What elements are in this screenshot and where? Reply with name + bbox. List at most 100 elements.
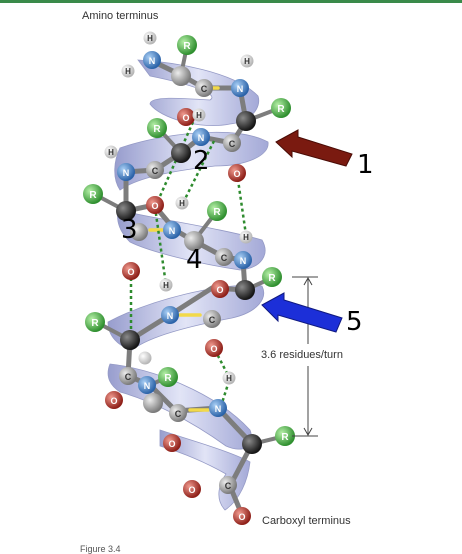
dimension-arrowhead-up	[303, 276, 313, 286]
carbon-atom	[130, 223, 148, 241]
oxygen-atom: O	[105, 391, 123, 409]
oxygen-atom: O	[211, 280, 229, 298]
hydrogen-atom: H	[240, 54, 254, 68]
nitrogen-atom: N	[143, 51, 161, 69]
atom-label: N	[149, 56, 156, 66]
r-group-atom: R	[207, 201, 227, 221]
hydrogen-bond	[153, 206, 168, 286]
hydrogen-atom	[138, 351, 152, 365]
nitrogen-atom: N	[163, 221, 181, 239]
hydrogen-atom: H	[121, 64, 135, 78]
atom-label: N	[198, 133, 205, 143]
figure-caption: Figure 3.4	[80, 544, 121, 554]
atom-label: H	[179, 199, 185, 208]
hydrogen-bond	[155, 121, 195, 204]
nitrogen-atom: N	[231, 79, 249, 97]
carbon-atom	[143, 393, 163, 413]
r-group-atom: R	[147, 118, 167, 138]
atom-label: C	[209, 315, 216, 325]
atom-label: N	[240, 256, 247, 266]
hydrogen-atom: H	[175, 196, 189, 210]
carbon-atom: C	[146, 161, 164, 179]
hydrogen-atom: H	[159, 278, 173, 292]
r-group-atom: R	[271, 98, 291, 118]
carbon-atom	[184, 231, 204, 251]
atom-label: O	[233, 169, 240, 179]
atom-label: O	[188, 485, 195, 495]
atom-label: H	[226, 374, 232, 383]
nitrogen-atom: N	[117, 163, 135, 181]
atom-label: O	[151, 201, 158, 211]
r-group-atom: R	[85, 312, 105, 332]
atom-label: R	[277, 104, 285, 115]
atom-label: R	[268, 273, 276, 284]
r-group-atom: R	[158, 367, 178, 387]
callout-number-3: 3	[121, 215, 138, 245]
carbon-atom: C	[119, 367, 137, 385]
atom-label: H	[125, 67, 131, 76]
oxygen-atom: O	[233, 507, 251, 525]
callout-number-1: 1	[357, 150, 374, 180]
atoms: R H H N C H N R O H N C R O H N C R O H …	[83, 31, 295, 525]
oxygen-atom: O	[146, 196, 164, 214]
nitrogen-atom: N	[192, 128, 210, 146]
callout-arrow-1	[275, 129, 353, 167]
atom-label: R	[213, 207, 221, 218]
oxygen-atom: O	[228, 164, 246, 182]
hydrogen-atom: H	[192, 108, 206, 122]
oxygen-atom: O	[122, 262, 140, 280]
atom-label: N	[123, 168, 130, 178]
atom-label: R	[89, 190, 97, 201]
atom-label: C	[221, 253, 228, 263]
callout-number-4: 4	[186, 245, 203, 275]
carbon-atom	[171, 66, 191, 86]
atom-label: H	[147, 34, 153, 43]
oxygen-atom: O	[163, 434, 181, 452]
atom-label: C	[229, 139, 236, 149]
alpha-carbon-atom	[242, 434, 262, 454]
oxygen-atom: O	[183, 480, 201, 498]
atom-label: C	[152, 166, 159, 176]
hydrogen-atom: H	[143, 31, 157, 45]
carbon-atom: C	[169, 404, 187, 422]
atom-label: H	[108, 148, 114, 157]
r-group-atom: R	[177, 35, 197, 55]
callout-number-5: 5	[346, 307, 363, 337]
carbon-atom: C	[215, 248, 233, 266]
atom-label: O	[110, 396, 117, 406]
atom-label: C	[125, 372, 132, 382]
atom-label: R	[281, 432, 289, 443]
alpha-carbon-atom	[120, 330, 140, 350]
atom-label: O	[127, 267, 134, 277]
callout-arrow-5	[261, 292, 343, 333]
atom-label: R	[91, 318, 99, 329]
atom-label: H	[163, 281, 169, 290]
atom-label: R	[153, 124, 161, 135]
oxygen-atom: O	[205, 339, 223, 357]
callout-number-2: 2	[193, 146, 210, 176]
atom-label: H	[244, 57, 250, 66]
atom-label: H	[243, 233, 249, 242]
atom-label: N	[169, 226, 176, 236]
hydrogen-bond	[220, 380, 231, 404]
atom-label: O	[216, 285, 223, 295]
carbon-atom: C	[219, 476, 237, 494]
alpha-carbon-atom	[236, 111, 256, 131]
atom-label: C	[225, 481, 232, 491]
hydrogen-bond	[235, 172, 248, 236]
alpha-carbon-atom	[235, 280, 255, 300]
atom-label: N	[215, 404, 222, 414]
hydrogen-atom: H	[222, 371, 236, 385]
dimension-arrowhead-down	[303, 427, 313, 437]
carboxyl-terminus-label: Carboxyl terminus	[262, 515, 351, 527]
r-group-atom: R	[275, 426, 295, 446]
nitrogen-atom: N	[138, 376, 156, 394]
atom-label: O	[182, 113, 189, 123]
atom-label: O	[210, 344, 217, 354]
amino-terminus-label: Amino terminus	[82, 10, 159, 22]
atom-label: N	[237, 84, 244, 94]
header-bar	[0, 0, 462, 3]
atom-label: N	[144, 381, 151, 391]
nitrogen-atom: N	[234, 251, 252, 269]
